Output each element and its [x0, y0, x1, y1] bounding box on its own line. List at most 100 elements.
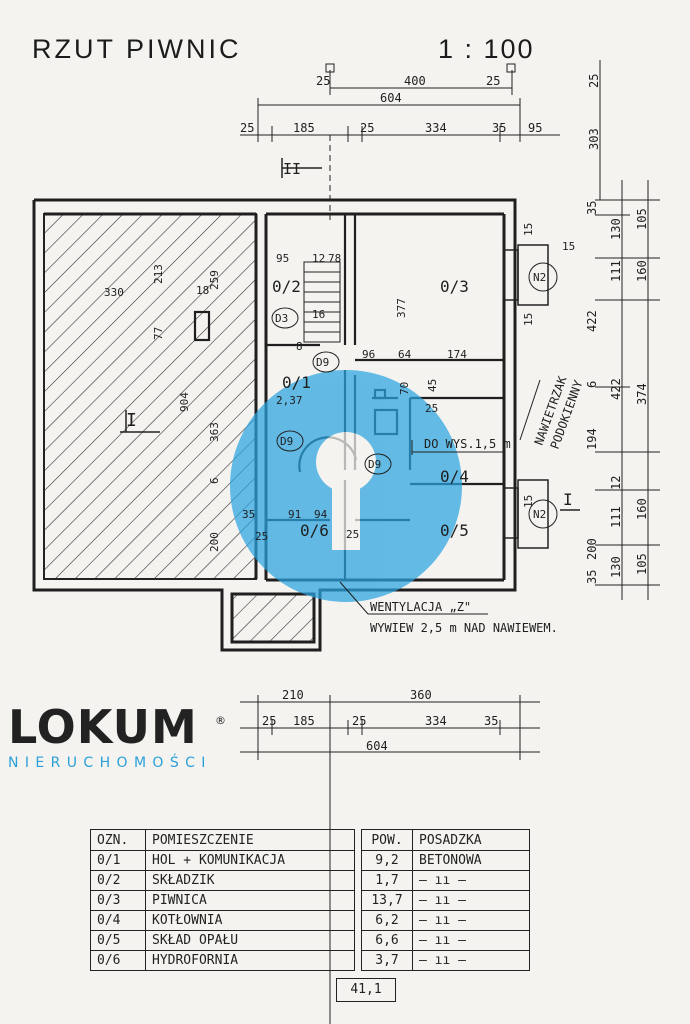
room-label-0-5: 0/5: [440, 521, 469, 540]
tag-n2: N2: [533, 508, 546, 521]
windows: [503, 244, 549, 549]
brand-logo-subtitle: NIERUCHOMOŚCI: [8, 755, 212, 771]
dim-label: 25: [346, 528, 359, 541]
header-pow: POW.: [361, 829, 413, 851]
dimension-labels-bottom: 210 360 25 185 25 334 35 604: [262, 688, 498, 753]
dim-label: 12: [312, 252, 325, 265]
dim-label: 363: [208, 422, 221, 442]
dim-label: 96: [362, 348, 375, 361]
table-row: 0/3 PIWNICA 13,7 — ıı —: [90, 890, 530, 911]
note-wywiew: WYWIEW 2,5 m NAD NAWIEWEM.: [370, 621, 558, 635]
dim-label: 12: [609, 476, 623, 490]
dim-label: 25: [255, 530, 268, 543]
staircase: [303, 261, 341, 343]
plan-title: RZUT PIWNIC: [32, 34, 242, 64]
interior-dimension-labels: 330 213 259 77 18 904 363 6 200 95 12 78…: [104, 223, 575, 552]
dim-label: 15: [522, 223, 535, 236]
dim-label: 374: [635, 383, 649, 405]
dim-label: 18: [196, 284, 209, 297]
dim-label: 6: [208, 477, 221, 484]
total-area: 41,1: [336, 978, 396, 1002]
dim-label: 91: [288, 508, 301, 521]
dim-label: 400: [404, 74, 426, 88]
note-do-wys: DO WYS.1,5 m: [424, 437, 511, 451]
dim-label: 25: [360, 121, 374, 135]
dim-label: 422: [585, 310, 599, 332]
element-tag-labels: D3 D9 D9 D9 N2 N2 II I I: [126, 160, 573, 521]
dim-label: 45: [426, 379, 439, 392]
header-ozn: OZN.: [90, 829, 146, 851]
dim-label: 422: [609, 378, 623, 400]
tag-d9: D9: [280, 435, 293, 448]
dim-label: 35: [242, 508, 255, 521]
dim-label: 77: [152, 327, 165, 340]
dim-label: 94: [314, 508, 328, 521]
dim-label: 303: [587, 128, 601, 150]
dim-label: 210: [282, 688, 304, 702]
header-pomieszczenie: POMIESZCZENIE: [145, 829, 355, 851]
dim-label: 15: [522, 313, 535, 326]
table-row: 0/5 SKŁAD OPAŁU 6,6 — ıı —: [90, 930, 530, 951]
plan-scale: 1 : 100: [438, 34, 535, 64]
brand-logo: LOKUM ®: [8, 704, 226, 750]
dim-label: 15: [522, 495, 535, 508]
dim-label: 185: [293, 121, 315, 135]
dim-label: 64: [398, 348, 412, 361]
section-mark-ii: II: [283, 160, 301, 178]
dim-label: 334: [425, 121, 447, 135]
dim-label: 95: [276, 252, 289, 265]
dimension-lines-top: [240, 63, 560, 220]
note-wentylacja: WENTYLACJA „Z": [370, 600, 471, 614]
dim-label: 15: [562, 240, 575, 253]
tag-d3: D3: [275, 312, 288, 325]
dim-label: 111: [609, 506, 623, 528]
dim-label: 259: [208, 270, 221, 290]
note-leader-lines: [339, 379, 541, 615]
dim-label: 160: [635, 498, 649, 520]
dim-label: 174: [447, 348, 467, 361]
dim-label: 160: [635, 260, 649, 282]
dim-label: 6: [585, 381, 599, 388]
room-label-0-2: 0/2: [272, 277, 301, 296]
dim-label: 35: [585, 201, 599, 215]
tag-d9: D9: [316, 356, 329, 369]
dim-label: 25: [486, 74, 500, 88]
dimension-labels-right: 25 303 35 130 111 422 6 422 194 12 111 2…: [585, 74, 649, 584]
dim-label: 25: [316, 74, 330, 88]
table-row: 0/6 HYDROFORNIA 3,7 — ıı —: [90, 950, 530, 971]
dim-label: 194: [585, 428, 599, 450]
hatched-unexcavated-area: [43, 213, 257, 580]
registered-mark: ®: [215, 714, 227, 727]
section-markers: [120, 158, 580, 511]
tag-n2: N2: [533, 271, 546, 284]
dim-label: 25: [240, 121, 254, 135]
dim-label: 200: [585, 538, 599, 560]
element-tags: [271, 262, 558, 529]
dimension-lines-right: [595, 60, 660, 600]
dim-label: 213: [152, 264, 165, 284]
dim-label: 604: [380, 91, 402, 105]
dim-label: 8: [296, 340, 303, 353]
room-label-0-1: 0/1: [282, 373, 311, 392]
table-header-row: OZN. POMIESZCZENIE POW. POSADZKA: [90, 829, 530, 851]
table-row: 0/4 KOTŁOWNIA 6,2 — ıı —: [90, 910, 530, 931]
dim-label: 25: [587, 74, 601, 88]
dim-label: 35: [492, 121, 506, 135]
dim-label: 2,37: [276, 394, 303, 407]
dim-label: 604: [366, 739, 388, 753]
dim-label: 70: [398, 382, 411, 395]
dim-label: 111: [609, 260, 623, 282]
dim-label: 95: [528, 121, 542, 135]
dim-label: 200: [208, 532, 221, 552]
watermark-logo: [230, 370, 462, 602]
room-label-0-6: 0/6: [300, 521, 329, 540]
dim-label: 105: [635, 208, 649, 230]
dim-label: 25: [262, 714, 276, 728]
dimension-labels-top: 25 400 25 604 25 185 25 334 35 95: [240, 74, 542, 135]
dim-label: 78: [328, 252, 341, 265]
dim-label: 904: [178, 392, 191, 412]
table-row: 0/2 SKŁADZIK 1,7 — ıı —: [90, 870, 530, 891]
room-schedule-table: OZN. POMIESZCZENIE POW. POSADZKA 0/1 HOL…: [90, 829, 530, 971]
